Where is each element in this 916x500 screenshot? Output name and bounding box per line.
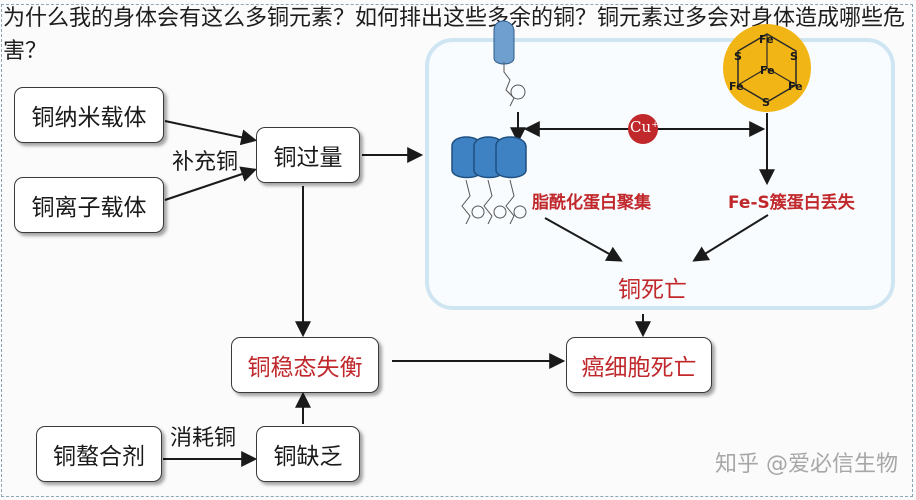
s-label-right: S bbox=[790, 50, 798, 63]
arrow-nano-to-excess bbox=[164, 120, 258, 146]
arrow-aggregation-to-cuproptosis bbox=[544, 217, 623, 262]
fe-label-left: Fe bbox=[729, 80, 744, 93]
cuproptosis-label: 铜死亡 bbox=[618, 277, 687, 303]
arrow-loss-to-cuproptosis bbox=[692, 214, 769, 262]
copper-nano-carrier-node: 铜纳米载体 bbox=[14, 87, 164, 143]
copper-ion-carrier-node: 铜离子载体 bbox=[14, 177, 164, 233]
cancer-cell-death-node: 癌细胞死亡 bbox=[566, 337, 712, 393]
fe-label-center: Fe bbox=[760, 64, 775, 77]
consume-copper-label: 消耗铜 bbox=[170, 426, 237, 451]
lipoylated-aggregation-label: 脂酰化蛋白聚集 bbox=[532, 193, 651, 213]
copper-chelator-node: 铜螯合剂 bbox=[36, 426, 162, 482]
image-frame bbox=[1, 4, 913, 497]
copper-deficiency-node: 铜缺乏 bbox=[256, 426, 360, 482]
watermark: 知乎 @爱必信生物 bbox=[715, 452, 898, 477]
fe-label-top: Fe bbox=[759, 33, 774, 46]
fe-label-right: Fe bbox=[788, 80, 803, 93]
s-label-left: S bbox=[734, 50, 742, 63]
lipoylated-protein-top-icon bbox=[493, 20, 526, 107]
supplement-copper-label: 补充铜 bbox=[172, 150, 239, 175]
cu-ion-label: Cu⁺ bbox=[630, 118, 660, 136]
cu-ion-icon bbox=[628, 114, 658, 144]
fes-loss-label: Fe-S簇蛋白丢失 bbox=[728, 193, 855, 213]
s-label-bottom: S bbox=[762, 96, 770, 109]
fe-s-cluster-icon bbox=[723, 24, 811, 112]
copper-homeostasis-node: 铜稳态失衡 bbox=[231, 337, 379, 393]
copper-excess-node: 铜过量 bbox=[256, 127, 360, 183]
protein-aggregate-icon bbox=[451, 136, 527, 225]
arrow-ion-to-excess bbox=[164, 166, 258, 201]
